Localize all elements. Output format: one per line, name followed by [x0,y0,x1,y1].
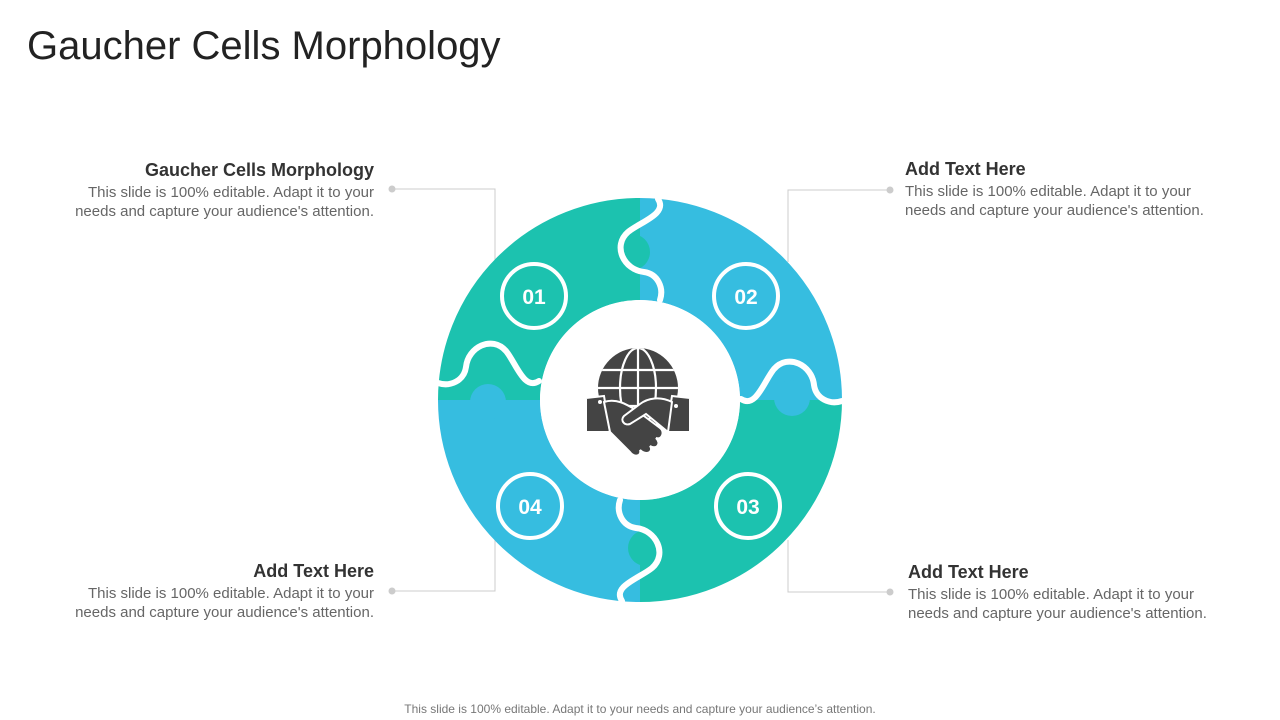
body-03: This slide is 100% editable. Adapt it to… [908,586,1207,622]
number-03: 03 [736,496,759,519]
connector-line-02 [787,189,890,262]
number-02: 02 [734,286,757,309]
text-block-03: Add Text Here This slide is 100% editabl… [908,561,1238,623]
connector-dot-02 [886,186,894,194]
number-badge-01: 01 [500,262,568,330]
number-badge-02: 02 [712,262,780,330]
number-01: 01 [522,286,546,309]
globe-handshake-icon [585,348,691,457]
body-01: This slide is 100% editable. Adapt it to… [75,184,374,220]
connector-line-04 [392,540,496,592]
connector-dot-01 [388,185,396,193]
body-02: This slide is 100% editable. Adapt it to… [905,183,1204,219]
connector-dot-04 [388,587,396,595]
connector-line-03 [787,540,890,593]
heading-03: Add Text Here [908,562,1029,582]
connector-line-01 [392,188,496,262]
text-block-01: Gaucher Cells Morphology This slide is 1… [44,159,374,221]
heading-04: Add Text Here [253,561,374,581]
text-block-02: Add Text Here This slide is 100% editabl… [905,158,1235,220]
connector-dot-03 [886,588,894,596]
number-badge-04: 04 [496,472,564,540]
segment-separators [435,196,845,604]
footer-note: This slide is 100% editable. Adapt it to… [404,702,876,716]
heading-02: Add Text Here [905,159,1026,179]
number-badge-03: 03 [714,472,782,540]
heading-01: Gaucher Cells Morphology [144,160,374,180]
body-04: This slide is 100% editable. Adapt it to… [75,585,374,621]
number-04: 04 [518,496,542,519]
text-block-04: Add Text Here This slide is 100% editabl… [44,560,374,622]
page-title: Gaucher Cells Morphology [27,24,501,68]
